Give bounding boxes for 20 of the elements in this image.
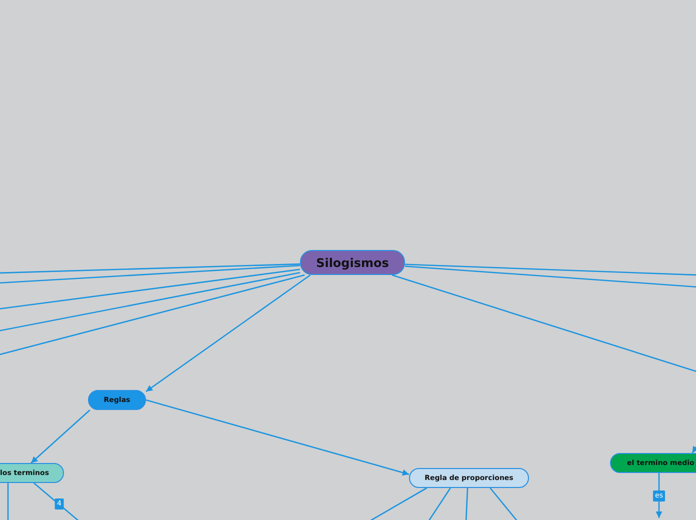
arrow xyxy=(30,410,90,464)
root-topic: Silogismos xyxy=(300,250,405,275)
connector-line xyxy=(404,266,696,288)
connector-line xyxy=(404,264,696,276)
arrow xyxy=(692,444,696,454)
connector-line xyxy=(0,274,305,356)
connector-line xyxy=(465,488,468,520)
arrow xyxy=(146,399,410,476)
connector-line xyxy=(7,483,9,520)
connector-line xyxy=(392,274,696,373)
connector-line xyxy=(368,487,428,520)
arrow xyxy=(146,274,311,392)
connector-line xyxy=(33,482,80,520)
connector-line xyxy=(0,272,300,332)
connector-line xyxy=(0,264,300,284)
connector-line xyxy=(0,263,300,274)
arrow xyxy=(656,473,662,518)
connector-line xyxy=(490,488,518,520)
connector-line xyxy=(0,268,300,310)
connector-line xyxy=(427,488,451,520)
